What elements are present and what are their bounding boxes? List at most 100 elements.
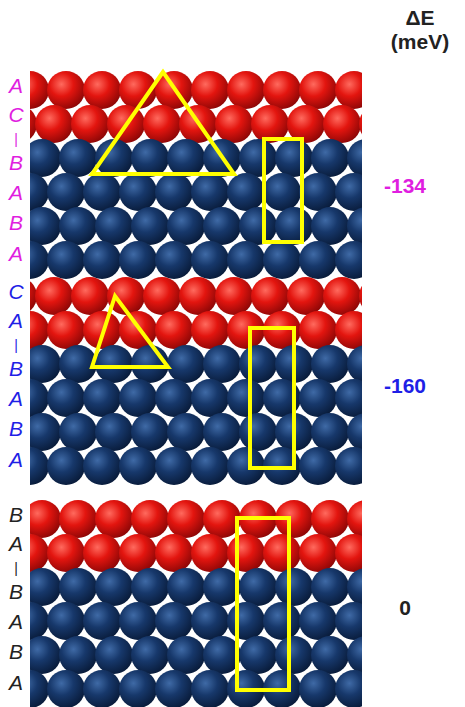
red-atom <box>191 71 229 109</box>
blue-atom <box>47 670 85 707</box>
blue-atom <box>203 413 241 451</box>
blue-atom <box>95 636 133 674</box>
blue-atom <box>131 636 169 674</box>
blue-atom <box>275 636 313 674</box>
blue-atom <box>30 568 61 606</box>
blue-atom <box>155 241 193 279</box>
stacking-letter: A <box>9 74 23 98</box>
red-atom <box>119 534 157 572</box>
red-atom <box>191 534 229 572</box>
blue-atom <box>30 139 61 177</box>
red-atom <box>299 534 337 572</box>
blue-atom <box>191 241 229 279</box>
stacking-letter: A <box>9 610 23 634</box>
red-atom <box>95 500 133 538</box>
sphere-layers <box>30 71 362 707</box>
red-atom <box>83 534 121 572</box>
blue-atom <box>239 345 277 383</box>
blue-atom <box>263 173 301 211</box>
blue-atom <box>239 413 277 451</box>
blue-atom <box>263 241 301 279</box>
blue-atom <box>203 207 241 245</box>
blue-atom <box>239 636 277 674</box>
red-atom <box>155 311 193 349</box>
red-atom <box>227 534 265 572</box>
stacking-letter: | <box>14 131 18 147</box>
rectangle-marker <box>250 328 294 468</box>
blue-atom <box>59 207 97 245</box>
blue-atom <box>227 379 265 417</box>
red-atom <box>215 105 253 143</box>
red-atom <box>47 311 85 349</box>
red-atom <box>30 500 61 538</box>
blue-atom <box>119 670 157 707</box>
blue-atom <box>347 636 362 674</box>
blue-atom <box>299 379 337 417</box>
blue-atom <box>167 139 205 177</box>
red-atom <box>30 534 49 572</box>
blue-atom <box>119 173 157 211</box>
red-atom <box>335 534 362 572</box>
blue-atom <box>155 379 193 417</box>
blue-atom <box>59 139 97 177</box>
blue-atom <box>95 207 133 245</box>
blue-atom <box>95 345 133 383</box>
blue-atom <box>47 602 85 640</box>
blue-atom <box>30 241 49 279</box>
red-atom <box>35 277 73 315</box>
blue-atom <box>30 173 49 211</box>
red-atom <box>299 311 337 349</box>
red-atom <box>179 277 217 315</box>
blue-atom <box>275 568 313 606</box>
blue-atom <box>83 379 121 417</box>
stacking-letter: B <box>9 211 23 235</box>
red-atom <box>263 534 301 572</box>
blue-atom <box>155 602 193 640</box>
blue-atom <box>311 207 349 245</box>
stacking-letter: A <box>9 448 23 472</box>
red-atom <box>299 71 337 109</box>
blue-atom <box>299 241 337 279</box>
blue-atom <box>59 636 97 674</box>
blue-atom <box>203 345 241 383</box>
blue-atom <box>47 447 85 485</box>
stacking-letter: C <box>8 103 23 127</box>
blue-atom <box>335 670 362 707</box>
energy-value: 0 <box>399 596 411 620</box>
blue-atom <box>119 447 157 485</box>
rectangle-marker <box>237 518 289 690</box>
blue-atom <box>191 173 229 211</box>
red-atom <box>59 500 97 538</box>
blue-atom <box>311 568 349 606</box>
blue-atom <box>311 139 349 177</box>
blue-atom <box>347 207 362 245</box>
blue-atom <box>83 173 121 211</box>
rectangle-marker <box>264 139 302 242</box>
blue-atom <box>347 345 362 383</box>
blue-atom <box>191 447 229 485</box>
red-atom <box>71 105 109 143</box>
blue-atom <box>227 602 265 640</box>
blue-atom <box>311 345 349 383</box>
blue-atom <box>347 413 362 451</box>
blue-atom <box>311 636 349 674</box>
blue-atom <box>335 173 362 211</box>
red-atom <box>347 500 362 538</box>
blue-atom <box>131 568 169 606</box>
blue-atom <box>30 602 49 640</box>
triangle-marker <box>92 296 168 367</box>
blue-atom <box>167 207 205 245</box>
stacking-letter: B <box>9 417 23 441</box>
stacking-letter: A <box>9 181 23 205</box>
blue-atom <box>119 241 157 279</box>
red-atom <box>359 105 362 143</box>
red-atom <box>335 71 362 109</box>
stacking-letter: C <box>8 280 23 304</box>
blue-atom <box>167 345 205 383</box>
red-atom <box>191 311 229 349</box>
blue-atom <box>155 670 193 707</box>
red-atom <box>359 277 362 315</box>
energy-value: -134 <box>384 174 426 198</box>
red-atom <box>47 534 85 572</box>
blue-atom <box>95 413 133 451</box>
